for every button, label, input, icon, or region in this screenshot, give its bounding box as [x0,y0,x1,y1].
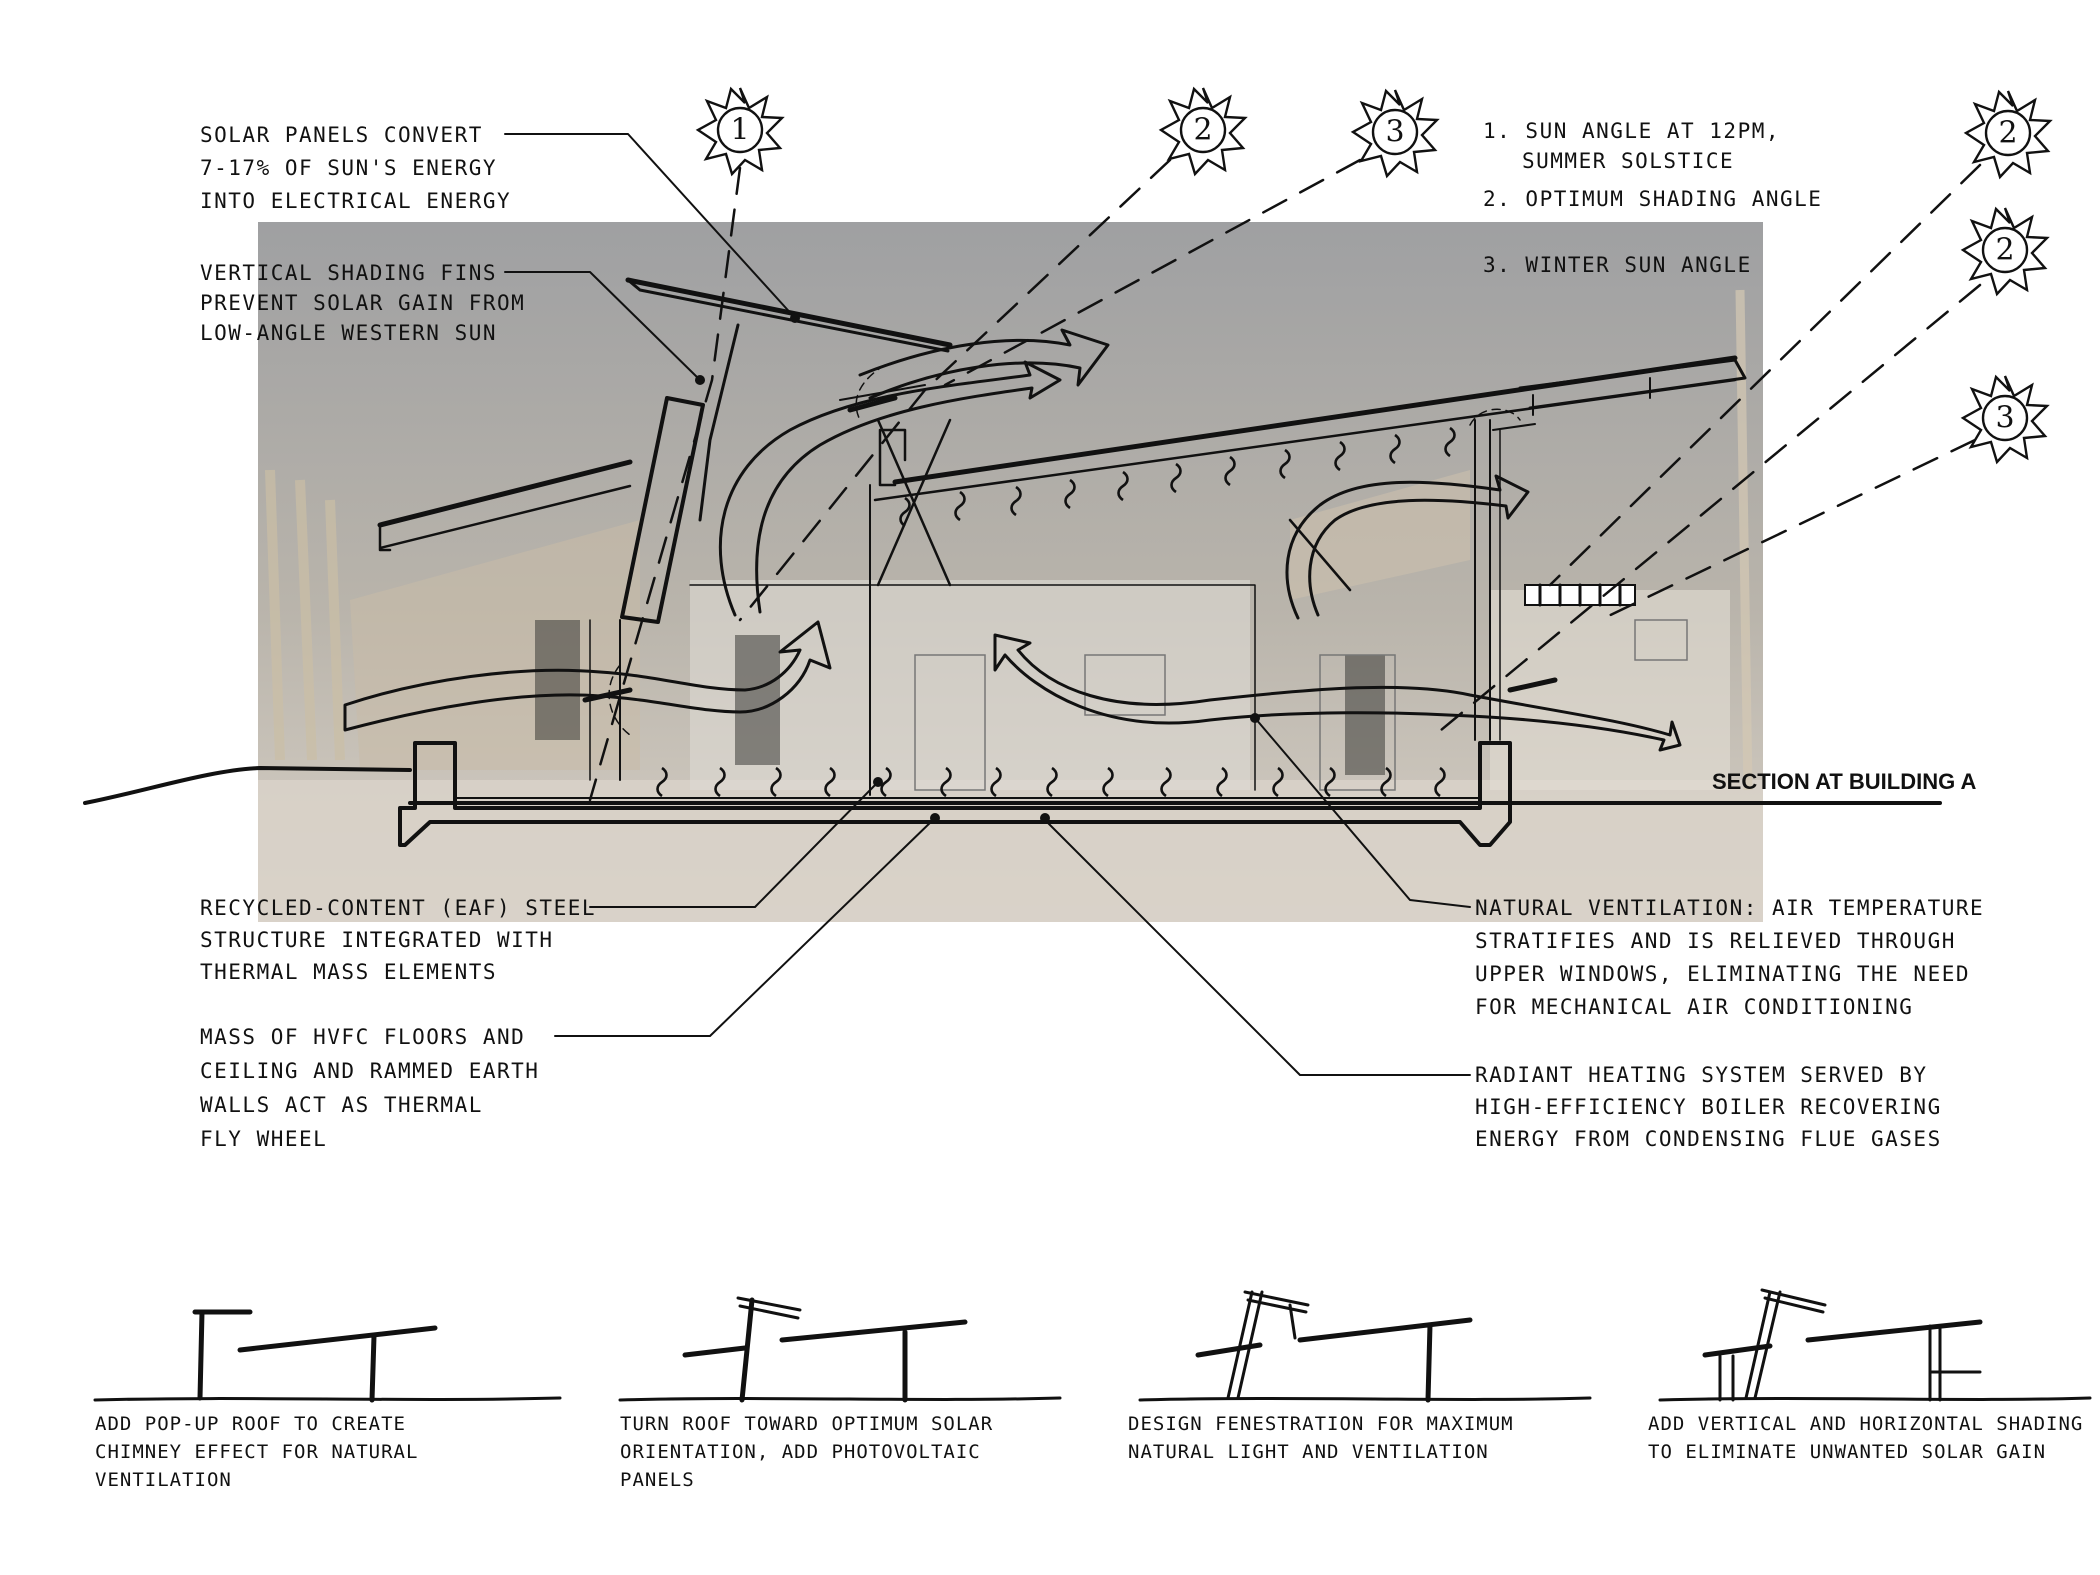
annotation-ventilation: NATURAL VENTILATION: AIR TEMPERATURE STR… [1475,896,1984,1019]
svg-text:CEILING AND RAMMED EARTH: CEILING AND RAMMED EARTH [200,1059,539,1083]
sun-marker-3b: 3 [1961,374,2049,464]
annotation-solar-panels: SOLAR PANELS CONVERT 7-17% OF SUN'S ENER… [200,123,511,213]
sun-marker-2a: 2 [1159,86,1247,176]
annotation-shading-fins: VERTICAL SHADING FINS PREVENT SOLAR GAIN… [200,261,525,345]
louvers [1524,583,1636,607]
sun-marker-2b: 2 [1964,89,2052,179]
airflow-arrows [343,328,1682,752]
svg-text:RECYCLED-CONTENT (EAF) STEEL: RECYCLED-CONTENT (EAF) STEEL [200,896,596,920]
svg-text:NATURAL VENTILATION: AIR TEMPE: NATURAL VENTILATION: AIR TEMPERATURE [1475,896,1984,920]
svg-text:3: 3 [1385,115,1404,150]
svg-text:LOW-ANGLE WESTERN SUN: LOW-ANGLE WESTERN SUN [200,321,497,345]
step-caption-3: DESIGN FENESTRATION FOR MAXIMUM NATURAL … [1128,1413,1514,1463]
step-sketch-4 [1658,1288,2092,1402]
sun-marker-3a: 3 [1351,88,1439,178]
svg-text:TO ELIMINATE UNWANTED SOLAR GA: TO ELIMINATE UNWANTED SOLAR GAIN [1648,1441,2046,1463]
annotation-radiant: RADIANT HEATING SYSTEM SERVED BY HIGH-EF… [1475,1063,1942,1151]
svg-text:SOLAR PANELS CONVERT: SOLAR PANELS CONVERT [200,123,483,147]
svg-text:ORIENTATION, ADD PHOTOVOLTAIC: ORIENTATION, ADD PHOTOVOLTAIC [620,1441,981,1463]
svg-text:INTO ELECTRICAL ENERGY: INTO ELECTRICAL ENERGY [200,189,511,213]
svg-text:STRUCTURE INTEGRATED WITH: STRUCTURE INTEGRATED WITH [200,928,554,952]
svg-text:ADD VERTICAL AND HORIZONTAL SH: ADD VERTICAL AND HORIZONTAL SHADING [1648,1413,2083,1435]
step-sketch-2 [618,1296,1062,1403]
svg-text:DESIGN FENESTRATION FOR MAXIMU: DESIGN FENESTRATION FOR MAXIMUM [1128,1413,1514,1435]
step-caption-2: TURN ROOF TOWARD OPTIMUM SOLAR ORIENTATI… [620,1413,993,1491]
step-sketch-1 [93,1309,562,1403]
sun-marker-2c: 2 [1961,206,2049,296]
svg-text:7-17% OF SUN'S ENERGY: 7-17% OF SUN'S ENERGY [200,156,497,180]
svg-text:THERMAL MASS ELEMENTS: THERMAL MASS ELEMENTS [200,960,497,984]
svg-text:WALLS ACT AS THERMAL: WALLS ACT AS THERMAL [200,1093,483,1117]
sun-legend: 1. SUN ANGLE AT 12PM, SUMMER SOLSTICE 2.… [1483,119,1822,277]
annotation-steel: RECYCLED-CONTENT (EAF) STEEL STRUCTURE I… [200,896,596,984]
svg-text:3: 3 [1995,401,2014,436]
svg-text:HIGH-EFFICIENCY BOILER RECOVER: HIGH-EFFICIENCY BOILER RECOVERING [1475,1095,1942,1119]
svg-text:TURN ROOF TOWARD OPTIMUM SOLAR: TURN ROOF TOWARD OPTIMUM SOLAR [620,1413,993,1435]
svg-text:PREVENT SOLAR GAIN FROM: PREVENT SOLAR GAIN FROM [200,291,525,315]
svg-text:VENTILATION: VENTILATION [95,1469,232,1491]
foundation [398,741,1512,847]
sun-angle-lines [588,158,1982,802]
step-sketch-3 [1138,1290,1592,1403]
svg-text:RADIANT HEATING SYSTEM SERVED: RADIANT HEATING SYSTEM SERVED BY [1475,1063,1928,1087]
sun-marker-1: 1 [696,86,784,176]
svg-text:MASS OF HVFC FLOORS AND: MASS OF HVFC FLOORS AND [200,1025,525,1049]
step-caption-4: ADD VERTICAL AND HORIZONTAL SHADING TO E… [1648,1413,2083,1463]
svg-text:1: 1 [730,113,749,148]
annotation-mass: MASS OF HVFC FLOORS AND CEILING AND RAMM… [200,1025,539,1151]
svg-text:CHIMNEY EFFECT FOR NATURAL: CHIMNEY EFFECT FOR NATURAL [95,1441,418,1463]
svg-text:UPPER WINDOWS, ELIMINATING THE: UPPER WINDOWS, ELIMINATING THE NEED [1475,962,1970,986]
svg-text:1. SUN ANGLE AT 12PM,: 1. SUN ANGLE AT 12PM, [1483,119,1780,143]
step-caption-1: ADD POP-UP ROOF TO CREATE CHIMNEY EFFECT… [95,1413,418,1491]
svg-text:FOR MECHANICAL AIR CONDITIONIN: FOR MECHANICAL AIR CONDITIONING [1475,995,1913,1019]
svg-text:2: 2 [1995,233,2014,268]
svg-text:NATURAL LIGHT AND VENTILATION: NATURAL LIGHT AND VENTILATION [1128,1441,1489,1463]
glazing [582,395,1558,703]
svg-text:2. OPTIMUM SHADING ANGLE: 2. OPTIMUM SHADING ANGLE [1483,187,1822,211]
svg-text:2: 2 [1193,113,1212,148]
svg-text:STRATIFIES AND IS RELIEVED THR: STRATIFIES AND IS RELIEVED THROUGH [1475,929,1956,953]
vertical-shading-fin [620,396,705,624]
svg-text:SUMMER SOLSTICE: SUMMER SOLSTICE [1522,149,1734,173]
section-label: SECTION AT BUILDING A [1712,769,1977,794]
ground-line [83,766,1942,805]
svg-text:ADD POP-UP ROOF TO CREATE: ADD POP-UP ROOF TO CREATE [95,1413,406,1435]
svg-text:3. WINTER SUN ANGLE: 3. WINTER SUN ANGLE [1483,253,1752,277]
leader-lines [504,133,1471,1076]
svg-text:2: 2 [1998,116,2017,151]
svg-text:FLY WHEEL: FLY WHEEL [200,1127,327,1151]
svg-text:ENERGY FROM CONDENSING FLUE GA: ENERGY FROM CONDENSING FLUE GASES [1475,1127,1942,1151]
low-roof [377,459,633,552]
svg-text:VERTICAL SHADING FINS: VERTICAL SHADING FINS [200,261,497,285]
svg-text:PANELS: PANELS [620,1469,695,1491]
